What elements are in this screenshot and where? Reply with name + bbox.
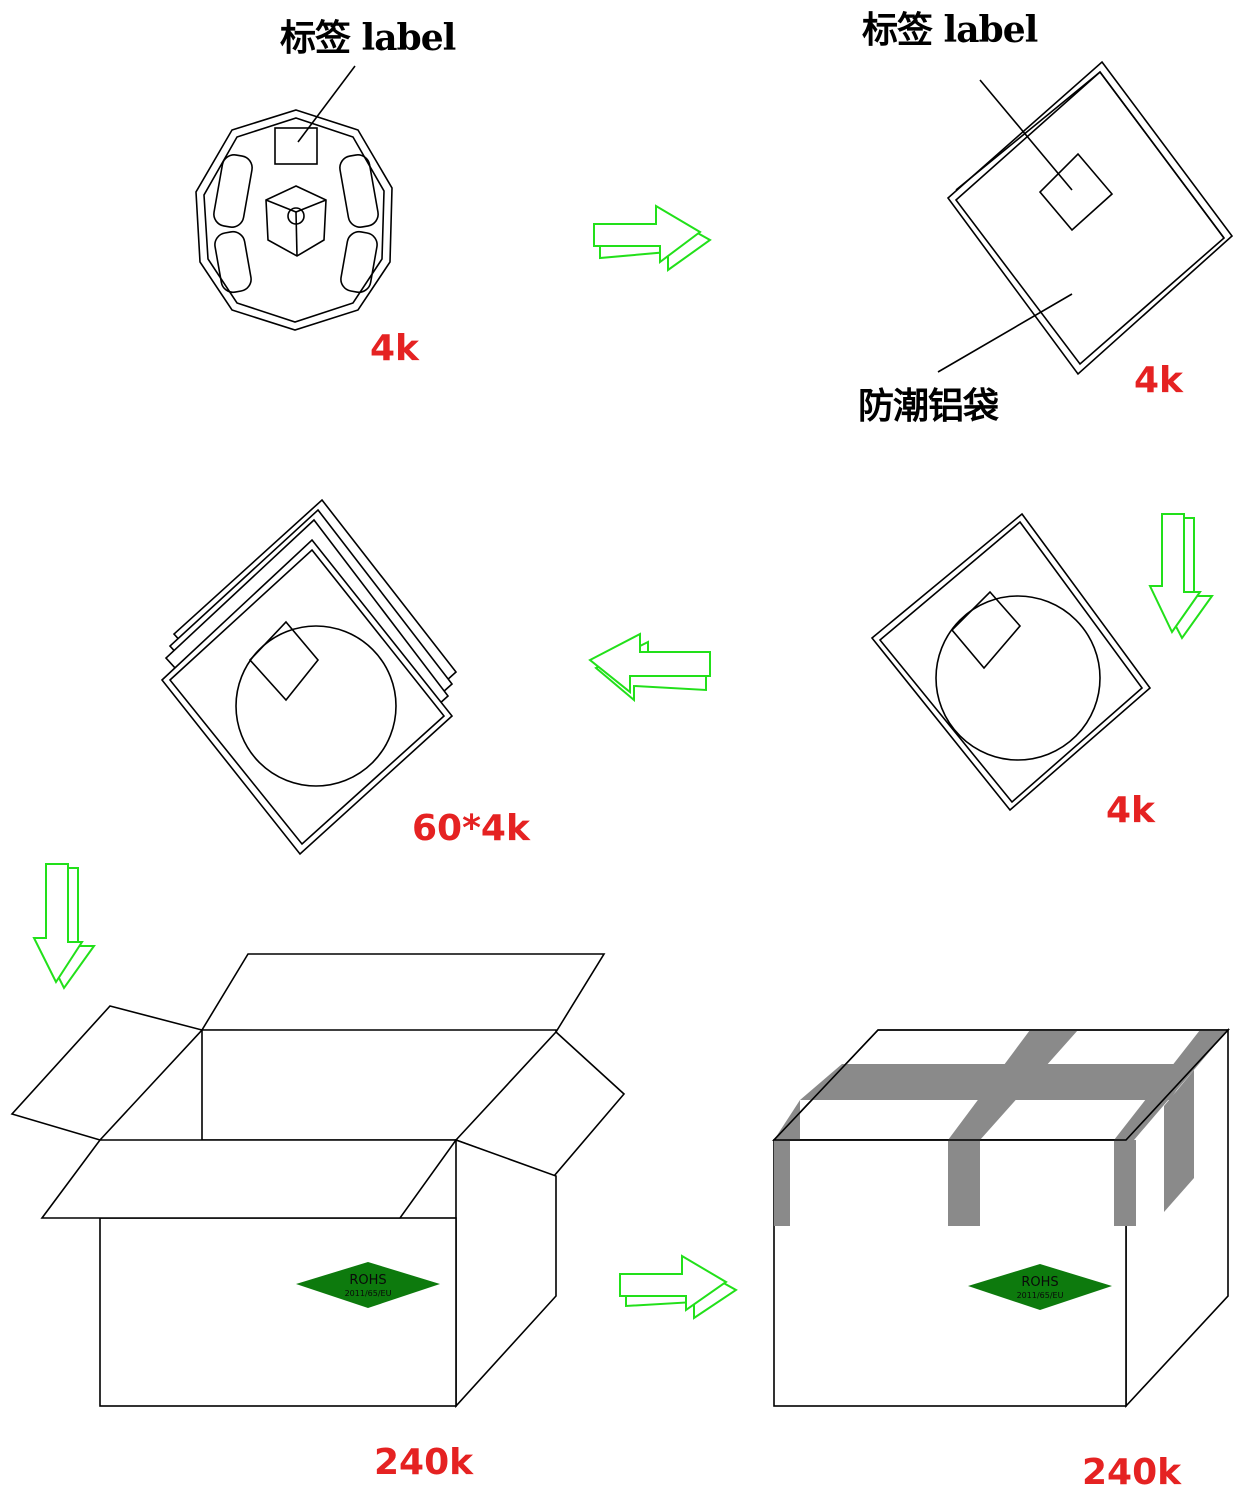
sealed-bag-label: [950, 590, 1022, 670]
sealed-carton-rohs-badge: [968, 1264, 1112, 1310]
sealed-carton: ROHS 2011/65/EU 240k: [772, 1027, 1230, 1492]
open-carton-rohs-badge: [296, 1262, 440, 1308]
open-carton-quantity: 240k: [374, 1442, 474, 1483]
bag-flap: [955, 70, 1225, 239]
moisture-bag: 标签 label 防潮铝袋 4k: [858, 9, 1234, 427]
reel-window-bl: [214, 230, 252, 294]
stack-quantity: 60*4k: [412, 808, 531, 849]
open-carton-rohs-sub: 2011/65/EU: [345, 1289, 392, 1298]
bag-label-leader: [979, 79, 1073, 191]
reel-inner-flange: [203, 117, 385, 323]
tape-side: [1164, 1070, 1194, 1212]
arrow-left-icon: [588, 632, 711, 703]
reel-window-tr: [339, 154, 379, 228]
tape-top-right: [1114, 1030, 1228, 1140]
reel-label-text: 标签 label: [280, 17, 456, 59]
stack-front-inner: [168, 548, 446, 846]
stack-reel: [235, 625, 397, 787]
open-carton-left-flap: [10, 1005, 204, 1141]
bag-label-rect: [1038, 152, 1114, 232]
reel: 标签 label 4k: [195, 17, 457, 369]
arrow-right-icon: [593, 204, 712, 272]
reel-window-tl: [213, 154, 253, 228]
arrow-right-icon: [619, 1254, 738, 1320]
sealed-bag-outer: [870, 512, 1152, 812]
bag-inner: [954, 70, 1226, 366]
reel-label-leader: [297, 65, 356, 143]
open-carton-front: [99, 1217, 457, 1407]
bag-stack: 60*4k: [160, 498, 531, 856]
sealed-carton-rohs-sub: 2011/65/EU: [1017, 1291, 1064, 1300]
open-carton: ROHS 2011/65/EU 240k: [10, 953, 626, 1483]
sealed-carton-quantity: 240k: [1082, 1452, 1182, 1492]
tape-top-cross: [800, 1064, 1194, 1100]
sealed-bag-reel: [935, 595, 1101, 761]
open-carton-side: [455, 1138, 557, 1409]
reel-label-rect: [274, 127, 318, 165]
tape-front-left: [774, 1100, 800, 1226]
bag-label-text: 标签 label: [862, 9, 1038, 51]
open-carton-rohs-text: ROHS: [349, 1273, 386, 1288]
sealed-bag: 4k: [870, 512, 1156, 831]
open-carton-back-flap: [200, 953, 606, 1033]
arrow-down-icon: [1148, 513, 1214, 640]
reel-window-br: [340, 230, 378, 294]
bag-name-text: 防潮铝袋: [858, 385, 999, 427]
sealed-bag-inner: [878, 520, 1144, 804]
tape-front-center: [948, 1140, 980, 1226]
arrow-down-icon: [32, 863, 96, 990]
bag-quantity: 4k: [1134, 360, 1184, 401]
bag-name-leader: [937, 293, 1073, 373]
bag-outer: [946, 60, 1234, 376]
sealed-carton-rohs-text: ROHS: [1021, 1275, 1058, 1290]
reel-outer-flange: [195, 109, 393, 331]
open-carton-front-flap: [40, 1139, 458, 1219]
reel-quantity: 4k: [370, 328, 420, 369]
stack-label: [248, 620, 320, 702]
sealed-bag-quantity: 4k: [1106, 790, 1156, 831]
